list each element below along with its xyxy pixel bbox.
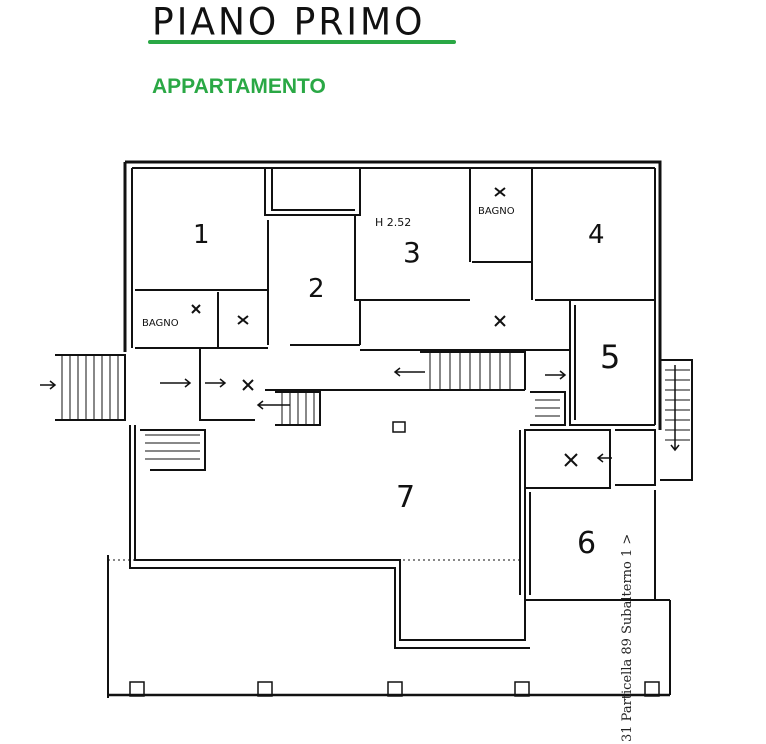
title-underline [148,40,456,44]
room-4-label: 4 [588,220,605,250]
room-2-label: 2 [308,274,325,304]
page-title: PIANO PRIMO [152,0,426,45]
height-label: H 2.52 [375,216,411,229]
room-6-label: 6 [577,526,596,561]
cadastral-reference: 31 Particella 89 Subalterno 1 > [620,533,635,742]
bagno-left-label: BAGNO [142,318,179,329]
page-subtitle: APPARTAMENTO [152,75,326,98]
room-3-label: 3 [403,236,421,269]
bagno-top-label: BAGNO [478,206,515,217]
room-7-label: 7 [396,480,415,515]
room-1-label: 1 [193,220,210,250]
room-5-label: 5 [600,338,620,376]
